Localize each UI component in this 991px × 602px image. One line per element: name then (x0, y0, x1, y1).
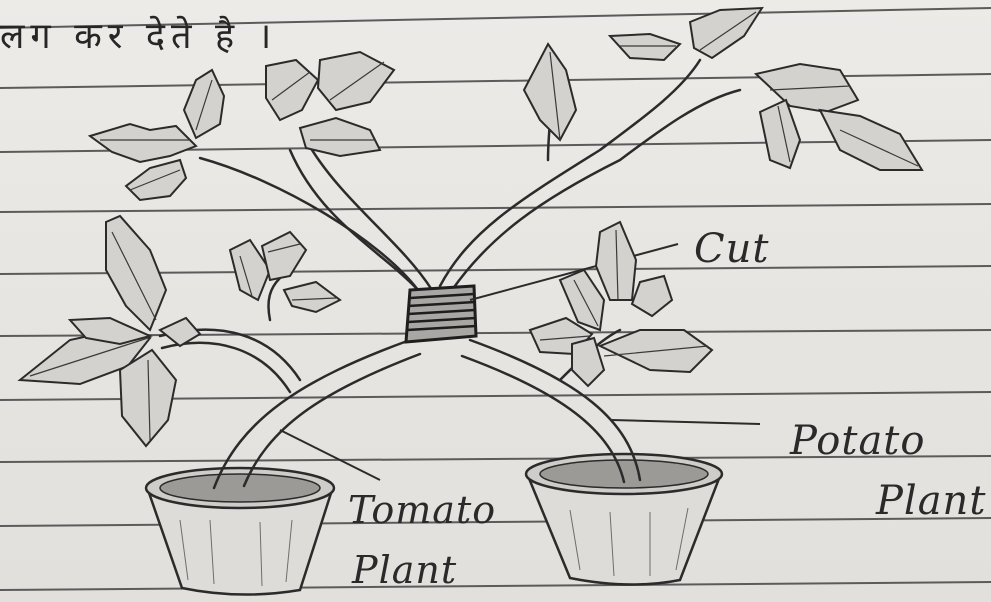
hindi-heading-text: लग कर देते है । (0, 10, 277, 59)
tomato-label-line1: Tomato (348, 488, 496, 532)
leaves (20, 8, 922, 446)
potato-label-line2: Plant (876, 478, 986, 524)
potato-pot (526, 454, 722, 585)
tomato-label-line2: Plant (352, 548, 457, 592)
tomato-pot (146, 468, 334, 595)
cut-label: Cut (694, 226, 769, 272)
potato-pointer-line (612, 420, 760, 424)
graft-joint (406, 286, 476, 342)
potato-label-line1: Potato (790, 418, 925, 464)
